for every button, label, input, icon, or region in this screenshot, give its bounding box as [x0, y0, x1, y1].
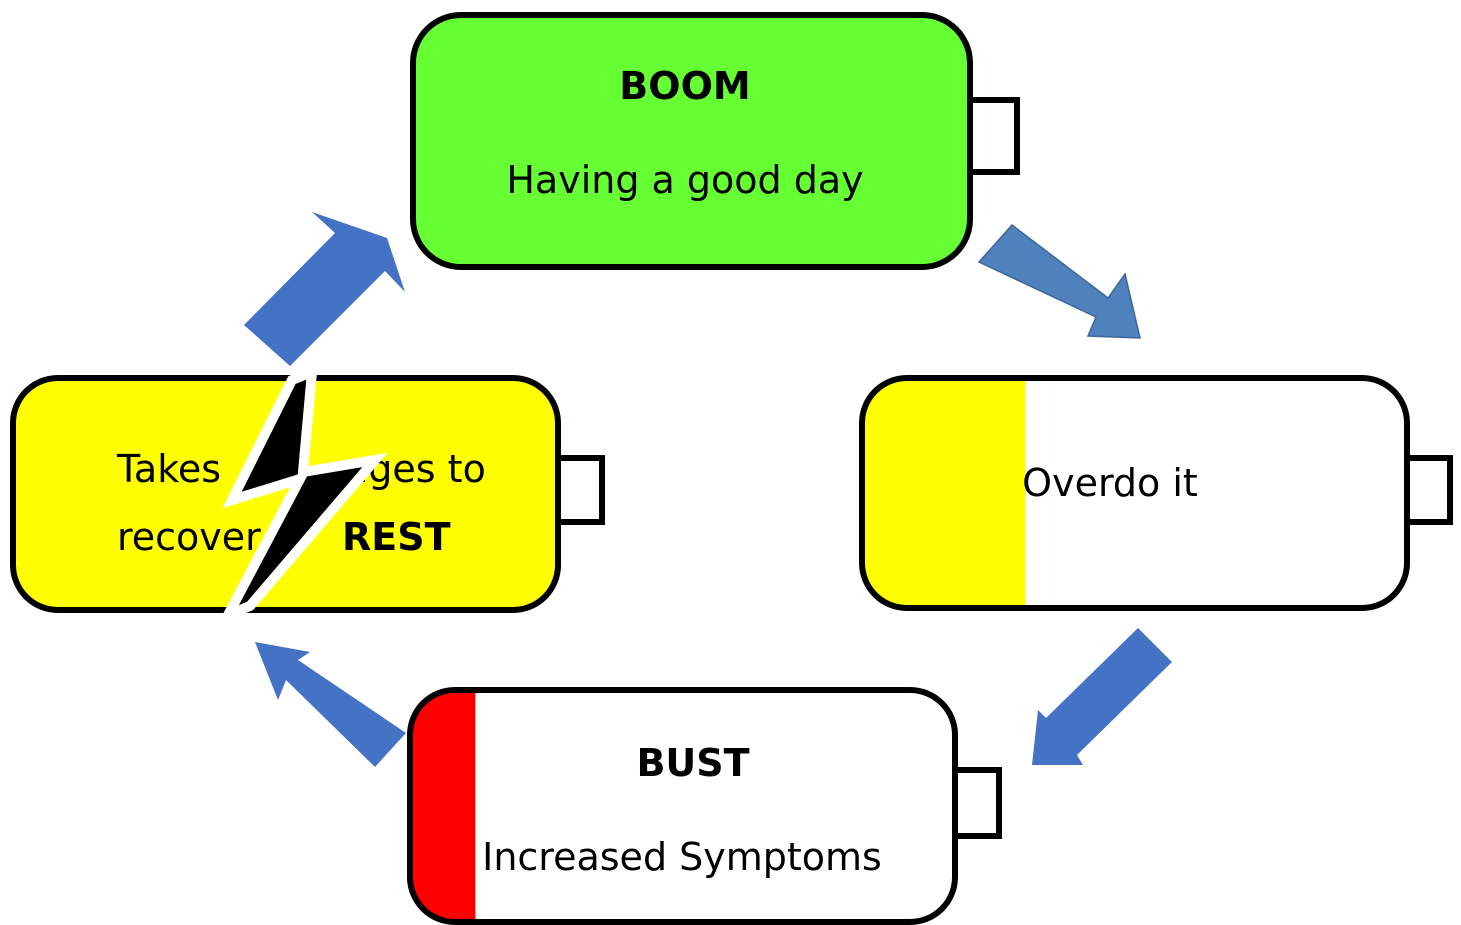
battery-charge-fill	[413, 15, 970, 267]
rest-text-takes: Takes	[116, 447, 221, 491]
rest-text-recover: recover	[117, 515, 261, 559]
bust-title: BUST	[636, 741, 749, 785]
battery-rest: Takes ages to recover REST	[10, 375, 605, 613]
boom-subtitle: Having a good day	[506, 158, 863, 202]
rest-text-rest: REST	[342, 515, 451, 559]
arrow-up-left-shape	[255, 642, 406, 767]
arrow-boom-to-overdo	[977, 223, 1141, 339]
battery-charge-fill	[862, 378, 1026, 608]
lightning-bolt-icon	[217, 364, 388, 625]
battery-terminal	[1402, 455, 1453, 525]
battery-terminal	[554, 455, 605, 525]
boom-title: BOOM	[619, 64, 750, 108]
arrow-bust-to-rest	[255, 642, 406, 767]
arrow-overdo-to-bust	[1032, 628, 1172, 765]
battery-bust: BUST Increased Symptoms	[407, 687, 1002, 925]
battery-overdo: Overdo it	[859, 375, 1453, 611]
bust-subtitle: Increased Symptoms	[482, 835, 882, 879]
battery-outline	[859, 375, 1410, 611]
battery-outline	[407, 687, 958, 925]
battery-outline	[10, 375, 561, 613]
battery-outline	[410, 12, 973, 270]
battery-terminal	[966, 97, 1020, 175]
arrow-rest-to-boom	[244, 212, 405, 366]
battery-charge-fill	[410, 690, 476, 922]
arrow-up-right-shape	[244, 212, 405, 366]
overdo-label: Overdo it	[1022, 461, 1198, 505]
battery-body	[410, 690, 955, 922]
arrow-down-left-shape	[1032, 628, 1172, 765]
battery-terminal	[950, 767, 1002, 839]
arrow-down-right-shape	[977, 223, 1141, 339]
battery-boom: BOOM Having a good day	[410, 12, 1020, 270]
